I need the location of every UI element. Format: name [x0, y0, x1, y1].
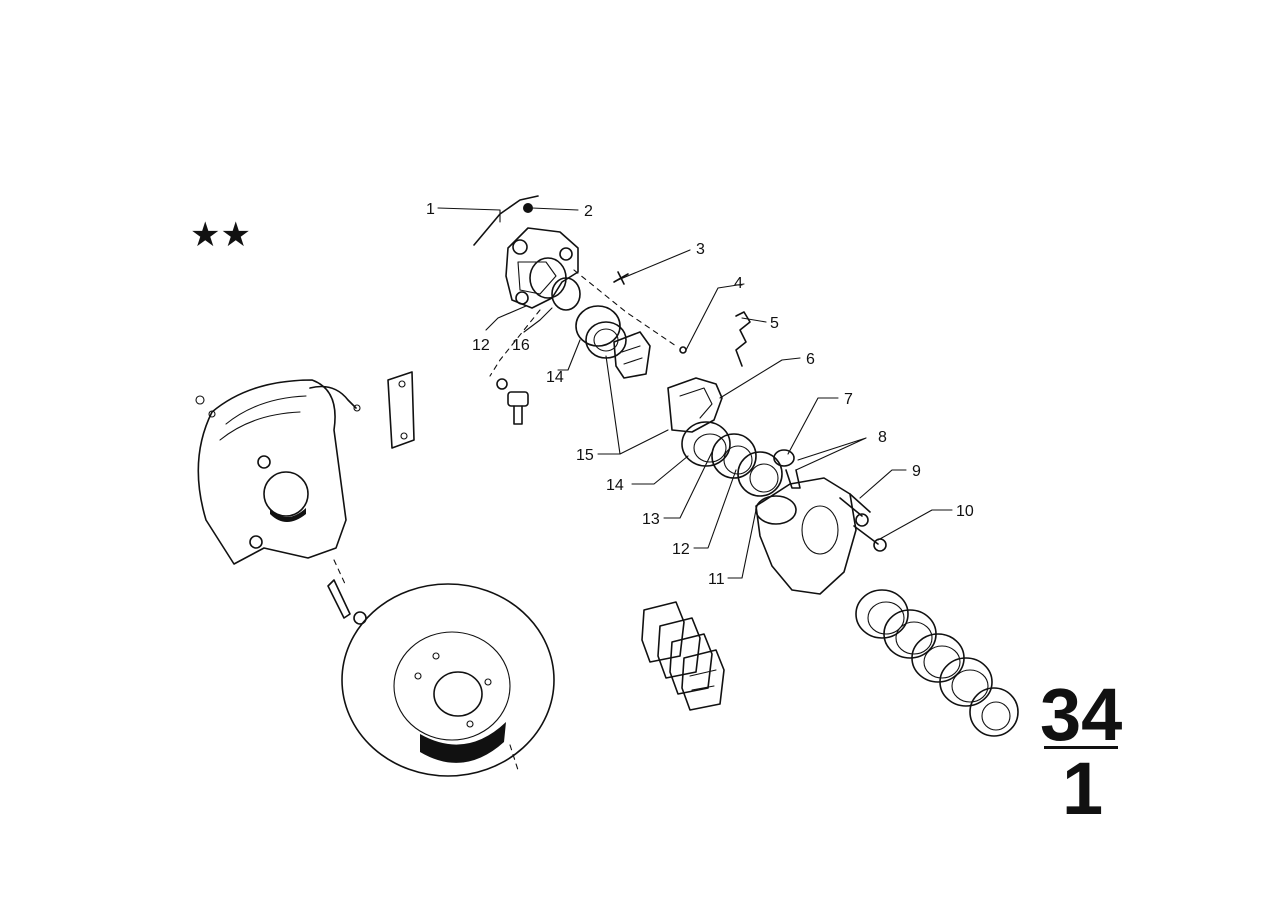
callout-12-lower: 12	[672, 541, 690, 558]
callout-12-upper: 12	[472, 337, 490, 354]
spring-pin	[613, 271, 629, 285]
callout-11: 11	[708, 571, 725, 588]
mounting-bracket	[387, 371, 415, 449]
section-divider	[1044, 746, 1118, 749]
guide-pin-lower	[853, 525, 879, 545]
piston-stack-lower	[855, 589, 1019, 737]
callout-14-lower: 14	[606, 477, 624, 494]
callout-14-upper: 14	[546, 369, 564, 386]
section-sub-number: 1	[1062, 747, 1103, 830]
caliper-housing	[755, 477, 857, 595]
callout-6: 6	[806, 351, 815, 368]
callout-2: 2	[584, 203, 593, 220]
callout-10: 10	[956, 503, 974, 520]
splash-shield	[195, 379, 347, 565]
caliper-plate	[667, 377, 723, 433]
brake-caliper	[505, 203, 581, 311]
callout-4: 4	[734, 275, 743, 292]
section-group-number: 34	[1040, 673, 1122, 756]
brake-pad-set	[641, 601, 725, 711]
callout-16: 16	[512, 337, 530, 354]
piston-upper	[575, 305, 627, 359]
anti-rattle-spring	[735, 311, 751, 367]
callout-5: 5	[770, 315, 779, 332]
callout-1: 1	[426, 201, 435, 218]
piston-seal-stack	[681, 421, 783, 497]
brake-disc	[341, 583, 555, 777]
leader-lines	[437, 207, 953, 579]
callout-8: 8	[878, 429, 887, 446]
mounting-bolt	[507, 391, 529, 425]
callout-9: 9	[912, 463, 921, 480]
guide-pin-upper	[839, 493, 871, 517]
callout-13: 13	[642, 511, 660, 528]
callout-15: 15	[576, 447, 594, 464]
callout-7: 7	[844, 391, 853, 408]
double-star-mark: ★★	[190, 215, 251, 255]
brake-pad-upper	[613, 331, 651, 379]
callout-3: 3	[696, 241, 705, 258]
retaining-clip	[473, 195, 539, 246]
